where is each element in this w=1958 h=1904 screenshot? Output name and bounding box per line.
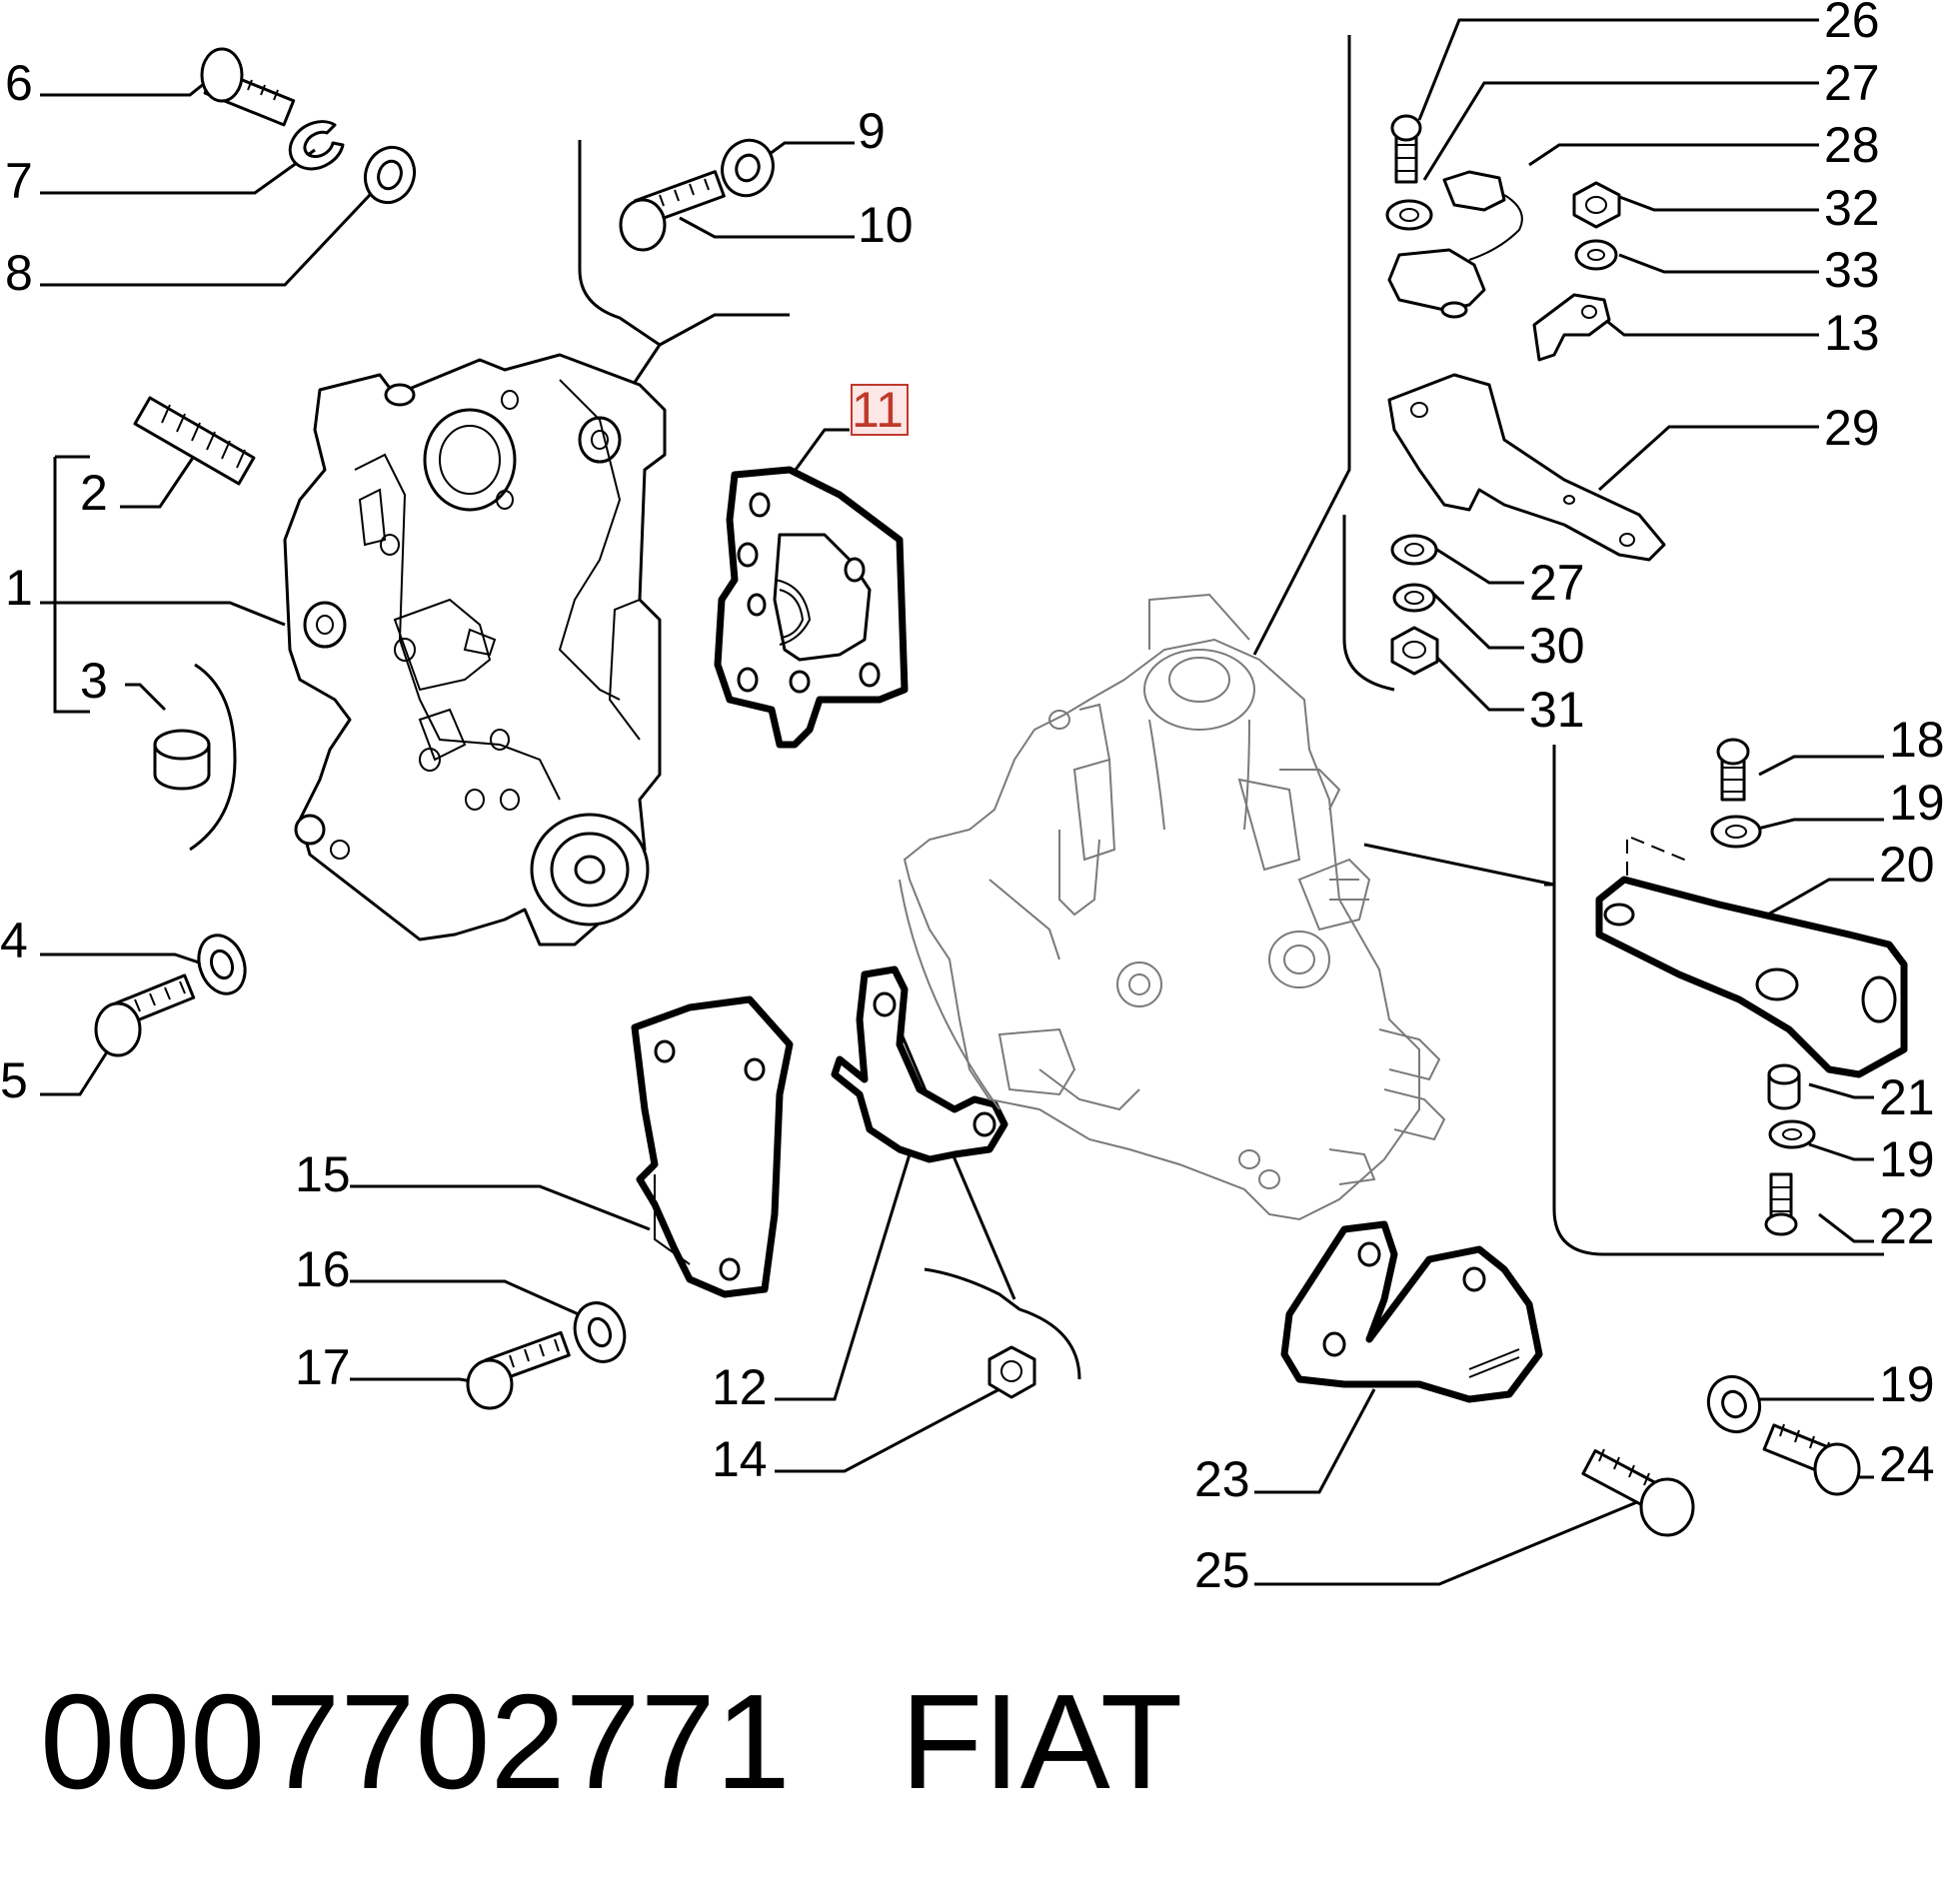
bolt-22 xyxy=(1764,1172,1798,1236)
label-19-c: 19 xyxy=(1879,1356,1935,1412)
label-19-b: 19 xyxy=(1879,1131,1935,1187)
label-11: 11 xyxy=(852,382,904,438)
label-12: 12 xyxy=(712,1359,768,1415)
washer-16 xyxy=(573,1301,627,1363)
label-21: 21 xyxy=(1879,1069,1935,1125)
label-13: 13 xyxy=(1824,305,1880,361)
nut-14 xyxy=(987,1345,1036,1399)
stud-2 xyxy=(133,396,256,486)
bolt-10 xyxy=(619,170,726,252)
label-16: 16 xyxy=(295,1241,351,1297)
label-22: 22 xyxy=(1879,1198,1935,1254)
label-31: 31 xyxy=(1529,682,1585,738)
bolt-24 xyxy=(1762,1423,1861,1496)
label-29: 29 xyxy=(1824,400,1880,456)
label-25: 25 xyxy=(1194,1542,1250,1598)
sensor-28 xyxy=(1387,170,1523,319)
spacer-21 xyxy=(1767,1063,1801,1110)
brand-name: FIAT xyxy=(900,1666,1183,1817)
washer-33 xyxy=(1574,239,1618,271)
label-17: 17 xyxy=(295,1339,351,1395)
bolt-26 xyxy=(1390,114,1422,184)
label-23: 23 xyxy=(1194,1451,1250,1507)
nut-31 xyxy=(1390,626,1439,676)
part-number: 0007702771 xyxy=(40,1666,791,1817)
washer-19-c xyxy=(1706,1375,1762,1433)
washer-19-a xyxy=(1710,815,1762,849)
label-6: 6 xyxy=(5,55,33,111)
bracket-29 xyxy=(1387,373,1666,562)
bracket-20 xyxy=(1595,837,1908,1078)
washer-27-top xyxy=(1385,199,1433,231)
label-28: 28 xyxy=(1824,117,1880,173)
label-30: 30 xyxy=(1529,618,1585,674)
clamp-12 xyxy=(831,965,1008,1163)
label-4: 4 xyxy=(0,913,28,968)
bolt-6 xyxy=(200,47,296,127)
label-2: 2 xyxy=(80,465,108,521)
label-5: 5 xyxy=(0,1052,28,1108)
lock-washer-30 xyxy=(1392,583,1436,613)
label-18: 18 xyxy=(1889,712,1945,768)
label-24: 24 xyxy=(1879,1436,1935,1492)
washer-27 xyxy=(1390,534,1438,566)
label-10: 10 xyxy=(858,197,914,253)
label-15: 15 xyxy=(295,1146,351,1202)
label-8: 8 xyxy=(5,245,33,301)
bracket-15 xyxy=(631,995,794,1298)
lock-washer-7 xyxy=(288,120,345,171)
bracket-23 xyxy=(1280,1220,1543,1403)
label-32: 32 xyxy=(1824,180,1880,236)
label-26: 26 xyxy=(1824,0,1880,48)
washer-19-b xyxy=(1768,1119,1816,1149)
lever-13 xyxy=(1532,293,1611,362)
label-3: 3 xyxy=(80,653,108,709)
label-7: 7 xyxy=(5,153,33,209)
washer-4 xyxy=(197,934,247,995)
label-20: 20 xyxy=(1879,837,1935,893)
label-27: 27 xyxy=(1529,555,1585,611)
injection-pump xyxy=(899,593,1446,1221)
bolt-17 xyxy=(466,1330,571,1410)
bolt-5 xyxy=(94,973,196,1057)
bolt-25 xyxy=(1581,1448,1695,1537)
housing-1 xyxy=(283,353,667,947)
bolt-18 xyxy=(1716,738,1750,802)
label-27-top: 27 xyxy=(1824,55,1880,111)
gasket-11 xyxy=(714,466,909,749)
label-9: 9 xyxy=(858,103,886,159)
nut-32 xyxy=(1572,181,1621,229)
plug-3 xyxy=(153,729,211,791)
label-1: 1 xyxy=(5,560,33,616)
washer-8 xyxy=(363,145,417,205)
label-11-highlight xyxy=(851,384,909,436)
label-33: 33 xyxy=(1824,242,1880,298)
part-caption: 0007702771 FIAT xyxy=(40,1667,1292,1817)
washer-9 xyxy=(721,138,775,198)
label-19-a: 19 xyxy=(1889,775,1945,831)
part-labels: 6 7 8 2 1 3 4 5 9 10 11 15 16 17 12 14 2… xyxy=(0,0,1945,1598)
label-14: 14 xyxy=(712,1431,768,1487)
leader-lines xyxy=(40,18,1884,1586)
